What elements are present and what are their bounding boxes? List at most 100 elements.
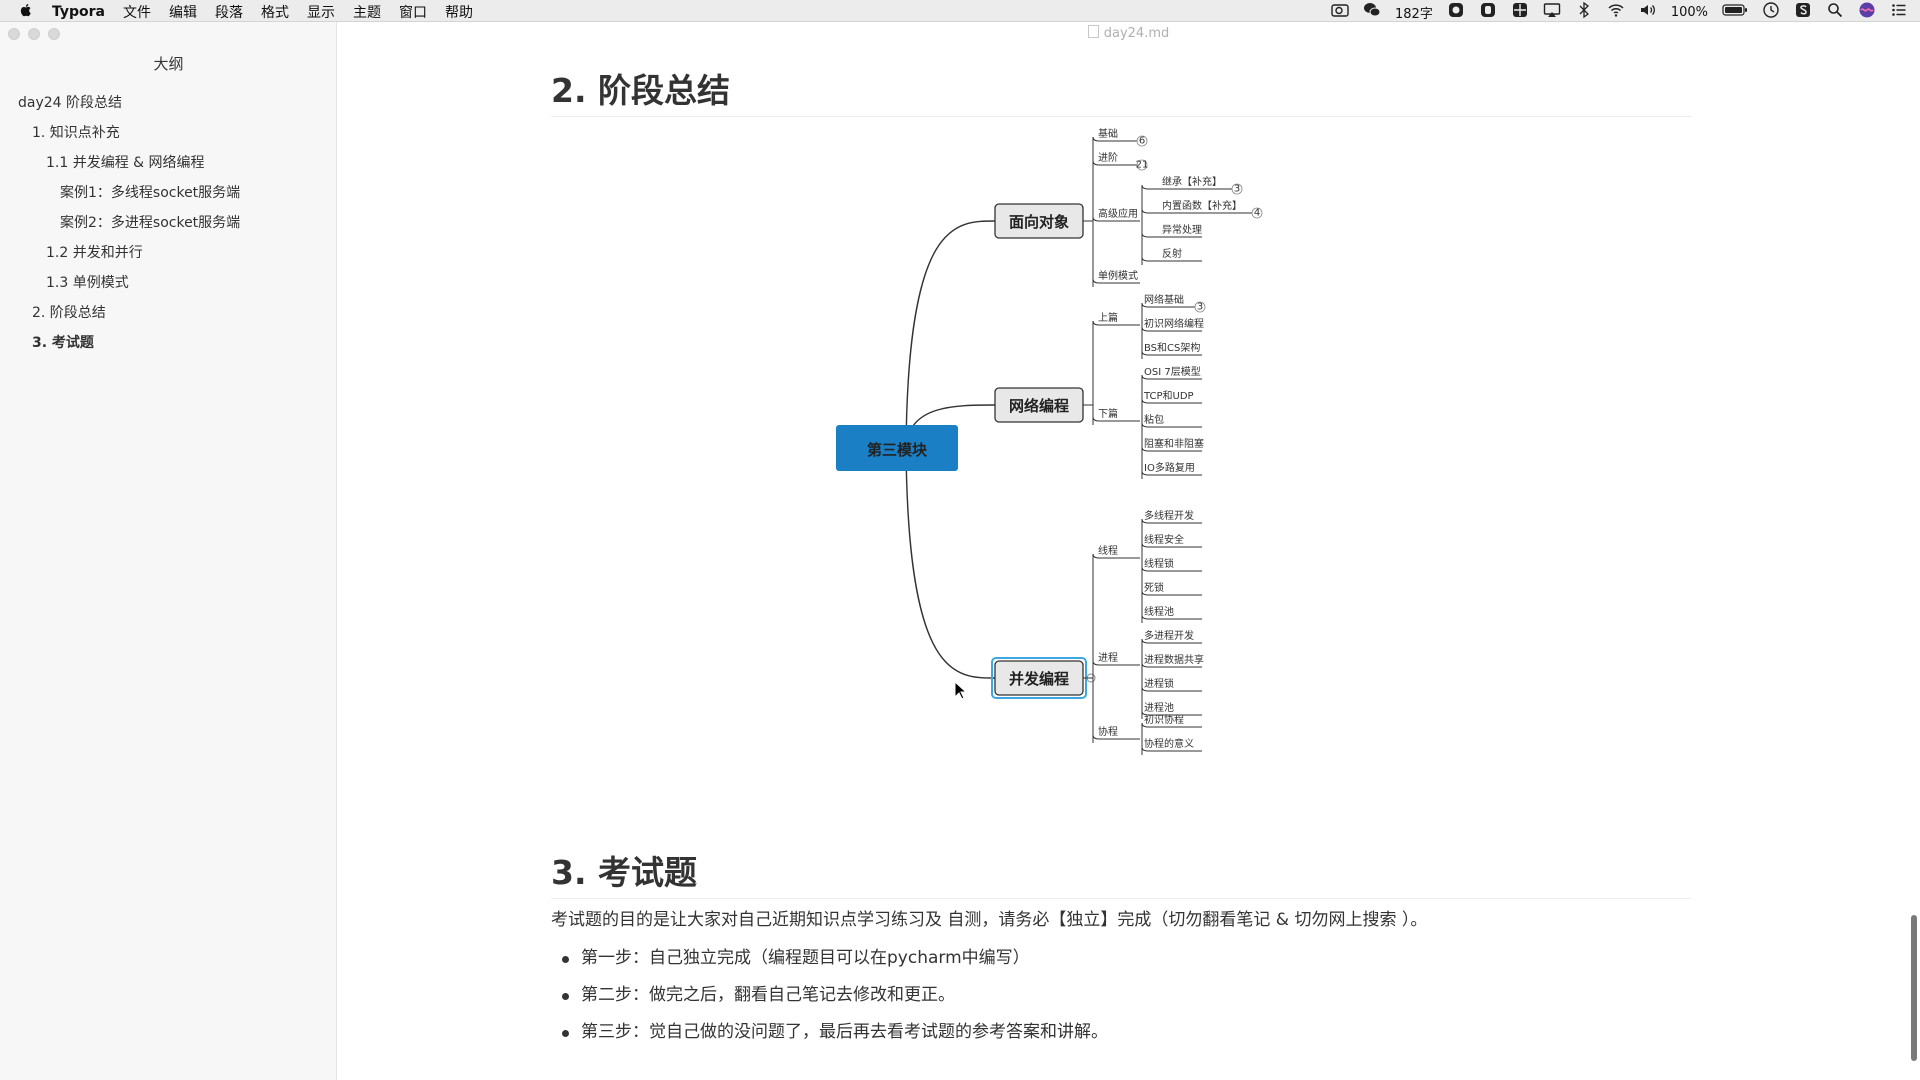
menu-help[interactable]: 帮助 <box>445 5 474 21</box>
volume-icon[interactable] <box>1639 1 1657 23</box>
expand-count-icon[interactable] <box>1194 301 1206 313</box>
mindmap-leaf-label: 阻塞和非阻塞 <box>1144 437 1204 450</box>
menu-format[interactable]: 格式 <box>261 5 290 21</box>
airplay-icon[interactable] <box>1543 1 1561 23</box>
mindmap-sub-label: 线程 <box>1098 544 1118 557</box>
list-icon[interactable] <box>1890 1 1908 23</box>
mindmap-leaf-label: 多线程开发 <box>1144 509 1194 522</box>
mindmap-leaf-label: 进程池 <box>1144 701 1174 714</box>
mindmap-branch-label: 并发编程 <box>1009 670 1069 688</box>
expand-count-icon[interactable] <box>1136 135 1148 147</box>
mindmap-root-label: 第三模块 <box>867 441 928 459</box>
window-titlebar: day24.md <box>337 22 1920 46</box>
app-menu[interactable]: Typora <box>52 4 106 20</box>
mindmap-leaf-label: OSI 7层模型 <box>1144 365 1201 378</box>
mindmap-sub-label: 高级应用 <box>1098 207 1138 220</box>
battery-icon[interactable] <box>1722 1 1748 23</box>
zoom-window-button[interactable] <box>48 28 60 40</box>
mindmap-badge: 3 <box>1234 184 1240 195</box>
word-count: 182字 <box>1395 6 1433 22</box>
outline-item[interactable]: 2. 阶段总结 <box>32 305 106 321</box>
outline-item[interactable]: 1. 知识点补充 <box>32 125 120 141</box>
mindmap-leaf-label: IO多路复用 <box>1144 461 1195 474</box>
mindmap-leaf-label: 反射 <box>1162 248 1182 260</box>
heading-stage-summary[interactable]: 2. 阶段总结 <box>551 64 1691 117</box>
menu-bar: Typora 文件 编辑 段落 格式 显示 主题 窗口 帮助 182字 100% <box>0 0 1920 22</box>
outline-item[interactable]: day24 阶段总结 <box>18 95 123 111</box>
list-item[interactable]: 第三步：觉自己做的没问题了，最后再去看考试题的参考答案和讲解。 <box>551 1014 1108 1051</box>
menu-paragraph[interactable]: 段落 <box>215 5 244 21</box>
mindmap-sub-label: 单例模式 <box>1098 269 1138 282</box>
list-item[interactable]: 第二步：做完之后，翻看自己笔记去修改和更正。 <box>551 977 1108 1014</box>
mindmap-connector <box>905 220 996 449</box>
steps-list: 第一步：自己独立完成（编程题目可以在pycharm中编写） 第二步：做完之后，翻… <box>551 940 1108 1051</box>
mindmap-sub-label: 下篇 <box>1098 407 1118 420</box>
mindmap-leaf-label: 协程的意义 <box>1144 737 1194 750</box>
mindmap-badge: 3 <box>1197 302 1203 313</box>
search-icon[interactable] <box>1826 1 1844 23</box>
outline-item[interactable]: 1.1 并发编程 & 网络编程 <box>46 155 205 171</box>
scrollbar[interactable] <box>1906 22 1920 1080</box>
menu-view[interactable]: 显示 <box>307 5 336 21</box>
menu-edit[interactable]: 编辑 <box>169 5 198 21</box>
camera-icon[interactable] <box>1331 1 1349 23</box>
mindmap-sub-label: 协程 <box>1098 725 1118 738</box>
close-window-button[interactable] <box>8 28 20 40</box>
expand-count-icon[interactable] <box>1136 159 1148 171</box>
mindmap-diagram: 第三模块面向对象基础6进阶21高级应用继承【补充】3内置函数【补充】4异常处理反… <box>836 127 1263 755</box>
window-title: day24.md <box>1103 26 1170 41</box>
outline-item[interactable]: 3. 考试题 <box>32 335 94 351</box>
mindmap-leaf-label: 多进程开发 <box>1144 629 1194 642</box>
clock-icon[interactable] <box>1762 1 1780 23</box>
mindmap-leaf-label: 继承【补充】 <box>1162 175 1222 188</box>
outline-item[interactable]: 案例1：多线程socket服务端 <box>60 185 241 201</box>
status-icon[interactable] <box>1447 1 1465 23</box>
sidebar-title: 大纲 <box>153 55 184 73</box>
mouse-cursor-icon <box>954 681 968 700</box>
minimize-window-button[interactable] <box>28 28 40 40</box>
mindmap-root <box>836 425 958 471</box>
mindmap-leaf-label: 内置函数【补充】 <box>1162 199 1242 212</box>
menu-window[interactable]: 窗口 <box>399 5 428 21</box>
exam-description[interactable]: 考试题的目的是让大家对自己近期知识点学习练习及 自测，请务必【独立】完成（切勿翻… <box>551 910 1428 930</box>
outline-item[interactable]: 1.2 并发和并行 <box>46 245 143 261</box>
mindmap-leaf-label: 线程池 <box>1144 605 1174 618</box>
outline-item[interactable]: 案例2：多进程socket服务端 <box>60 215 241 231</box>
menu-file[interactable]: 文件 <box>123 5 152 21</box>
mindmap-leaf-label: 线程锁 <box>1144 557 1174 570</box>
siri-icon[interactable] <box>1858 1 1876 23</box>
bluetooth-icon[interactable] <box>1575 1 1593 23</box>
menu-theme[interactable]: 主题 <box>353 5 382 21</box>
expand-count-icon[interactable] <box>1231 183 1243 195</box>
mindmap-leaf-label: 进程数据共享 <box>1144 653 1204 666</box>
heading-exam[interactable]: 3. 考试题 <box>551 846 1691 899</box>
outline-list: day24 阶段总结 1. 知识点补充 1.1 并发编程 & 网络编程案例1：多线程… <box>0 88 337 358</box>
s-icon[interactable] <box>1794 1 1812 23</box>
mindmap-leaf-label: 网络基础 <box>1144 293 1184 306</box>
mindmap-sub-label: 基础 <box>1098 127 1118 140</box>
mindmap-sub-label: 上篇 <box>1098 311 1118 324</box>
apple-icon[interactable] <box>18 2 34 22</box>
mindmap-sub-label: 进阶 <box>1098 151 1118 164</box>
mindmap-leaf-label: 异常处理 <box>1162 223 1202 236</box>
mindmap-leaf-label: 进程锁 <box>1144 677 1174 690</box>
wifi-icon[interactable] <box>1607 1 1625 23</box>
battery-percent: 100% <box>1670 4 1708 20</box>
mindmap-leaf-label: 初识协程 <box>1144 713 1184 726</box>
wechat-icon[interactable] <box>1363 1 1381 23</box>
list-item[interactable]: 第一步：自己独立完成（编程题目可以在pycharm中编写） <box>551 940 1108 977</box>
scrollbar-thumb[interactable] <box>1911 915 1917 1061</box>
mindmap-leaf-label: BS和CS架构 <box>1144 341 1200 354</box>
mindmap-leaf-label: 初识网络编程 <box>1144 317 1204 330</box>
mindmap-badge: 4 <box>1254 208 1260 219</box>
outline-sidebar: 大纲 day24 阶段总结 1. 知识点补充 1.1 并发编程 & 网络编程案例1：… <box>0 22 337 1080</box>
expand-count-icon[interactable] <box>1251 207 1263 219</box>
mindmap-connector <box>905 447 996 679</box>
outline-item[interactable]: 1.3 单例模式 <box>46 275 129 291</box>
grid-icon[interactable] <box>1511 1 1529 23</box>
mindmap-badge: 21 <box>1136 160 1149 171</box>
mindmap-branch-label: 面向对象 <box>1009 213 1069 231</box>
status-icon[interactable] <box>1479 1 1497 23</box>
mindmap-leaf-label: 死锁 <box>1144 581 1164 594</box>
